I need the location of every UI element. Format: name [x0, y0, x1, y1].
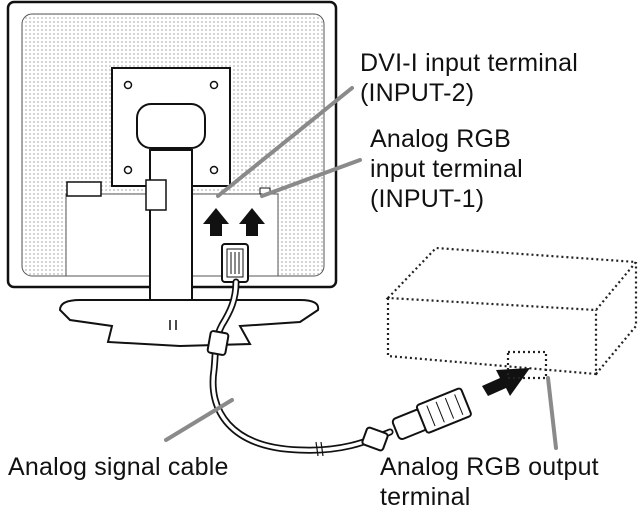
analog-input-label-line-2: input terminal: [370, 155, 523, 183]
monitor-stand: [58, 149, 320, 348]
analog-input-label-line-1: Analog RGB: [370, 125, 511, 153]
leader-analog-input: [260, 158, 362, 198]
rgb-output-label-line-1: Analog RGB output: [380, 453, 599, 481]
dvi-input-terminal-label: DVI-I input terminal (INPUT-2): [360, 48, 578, 108]
analog-signal-cable-label: Analog signal cable: [8, 452, 229, 482]
dvi-input-label-line-1: DVI-I input terminal: [360, 49, 578, 77]
device-cable-plug: [391, 387, 472, 441]
analog-rgb-input-terminal-label: Analog RGB input terminal (INPUT-1): [370, 124, 523, 214]
leader-rgb-output: [546, 376, 558, 450]
leader-dvi: [216, 86, 354, 198]
rgb-output-label-line-2: terminal: [380, 483, 471, 511]
output-arrow: [482, 368, 530, 396]
analog-input-label-line-3: (INPUT-1): [370, 185, 485, 213]
cable-label-line-1: Analog signal cable: [8, 453, 229, 481]
device-box: [385, 246, 639, 380]
input-arrows: [203, 208, 265, 236]
monitor-cable-plug: [221, 243, 249, 283]
dvi-input-label-line-2: (INPUT-2): [360, 79, 475, 107]
analog-rgb-output-terminal-label: Analog RGB output terminal: [380, 452, 599, 512]
analog-signal-cable: [206, 278, 394, 457]
leader-cable: [164, 398, 234, 442]
leader-lines: [164, 86, 558, 450]
